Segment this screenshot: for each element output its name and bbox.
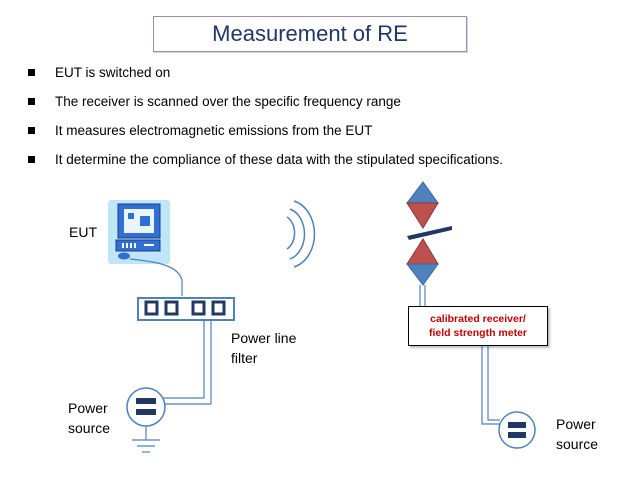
bullet-square-icon: [28, 127, 35, 134]
ground-icon: [132, 439, 160, 453]
bullet-item: It determine the compliance of these dat…: [27, 151, 503, 180]
bullet-item: It measures electromagnetic emissions fr…: [27, 122, 503, 151]
outlet-icon: [126, 387, 166, 427]
power-line-filter-label-line2: filter: [231, 350, 258, 366]
bullet-list: EUT is switched on The receiver is scann…: [27, 64, 503, 180]
radiation-waves-icon: [286, 200, 316, 268]
receiver-label-line1: calibrated receiver/: [430, 313, 526, 325]
power-source-left-label-line2: source: [68, 420, 111, 436]
power-line-filter-label-line1: Power line: [231, 330, 297, 346]
title-box: Measurement of RE: [153, 16, 467, 52]
power-source-right-label-line1: Power: [556, 416, 596, 432]
bullet-text: EUT is switched on: [55, 65, 171, 80]
page-title: Measurement of RE: [212, 21, 408, 46]
filter-box-icon: [137, 297, 235, 321]
bullet-item: EUT is switched on: [27, 64, 503, 93]
bullet-square-icon: [28, 98, 35, 105]
bullet-text: It determine the compliance of these dat…: [55, 152, 504, 167]
bullet-item: The receiver is scanned over the specifi…: [27, 93, 503, 122]
antenna-wires: [419, 285, 426, 306]
antenna-icon: [405, 181, 452, 286]
receiver-box: calibrated receiver/ field strength mete…: [408, 306, 548, 346]
bullet-text: The receiver is scanned over the specifi…: [55, 94, 401, 109]
bullet-square-icon: [28, 69, 35, 76]
eut-label: EUT: [69, 224, 97, 240]
filter-wires: [145, 320, 212, 440]
eut-cable: [129, 258, 183, 296]
bullet-text: It measures electromagnetic emissions fr…: [55, 123, 373, 138]
power-source-left-label-line1: Power: [68, 400, 108, 416]
power-source-right-label-line2: source: [556, 436, 599, 452]
outlet-icon: [498, 411, 536, 449]
bullet-square-icon: [28, 156, 35, 163]
computer-icon: [108, 200, 170, 264]
receiver-label-line2: field strength meter: [428, 327, 528, 339]
receiver-wires: [481, 346, 500, 425]
